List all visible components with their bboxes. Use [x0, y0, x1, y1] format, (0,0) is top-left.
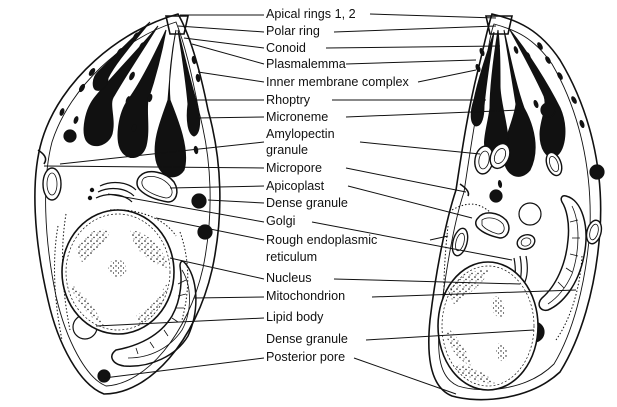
label-inner-membrane-complex: Inner membrane complex: [266, 75, 409, 90]
label-amylopectin-line2: granule: [266, 143, 308, 158]
label-dense-granule-1: Dense granule: [266, 196, 348, 211]
label-polar-ring: Polar ring: [266, 24, 320, 39]
label-dense-granule-2: Dense granule: [266, 332, 348, 347]
label-rhoptry: Rhoptry: [266, 93, 310, 108]
label-apicoplast: Apicoplast: [266, 179, 324, 194]
right-apicoplast: [476, 213, 509, 238]
right-mitochondrion: [539, 196, 586, 311]
label-nucleus: Nucleus: [266, 271, 312, 286]
dense-granule: [98, 370, 110, 382]
left-golgi: [88, 183, 136, 202]
label-golgi: Golgi: [266, 214, 295, 229]
label-apical-rings: Apical rings 1, 2: [266, 7, 356, 22]
label-amylopectin-line1: Amylopectin: [266, 127, 335, 142]
label-rough-er-line2: reticulum: [266, 250, 317, 265]
label-lipid-body: Lipid body: [266, 310, 323, 325]
label-micropore: Micropore: [266, 161, 322, 176]
label-plasmalemma: Plasmalemma: [266, 57, 346, 72]
label-mitochondrion: Mitochondrion: [266, 289, 345, 304]
label-posterior-pore: Posterior pore: [266, 350, 345, 365]
dense-granule: [590, 165, 604, 179]
left-nucleus: [62, 210, 174, 334]
dense-granule: [192, 194, 206, 208]
label-rough-er-line1: Rough endoplasmic: [266, 233, 377, 248]
lipid-body: [519, 203, 541, 225]
rhoptry-shape: [178, 30, 200, 136]
label-conoid: Conoid: [266, 41, 306, 56]
dense-granule: [490, 190, 502, 202]
label-microneme: Microneme: [266, 110, 328, 125]
right-nucleus: [438, 262, 538, 390]
dense-granule: [64, 130, 76, 142]
dense-granule: [541, 103, 555, 117]
